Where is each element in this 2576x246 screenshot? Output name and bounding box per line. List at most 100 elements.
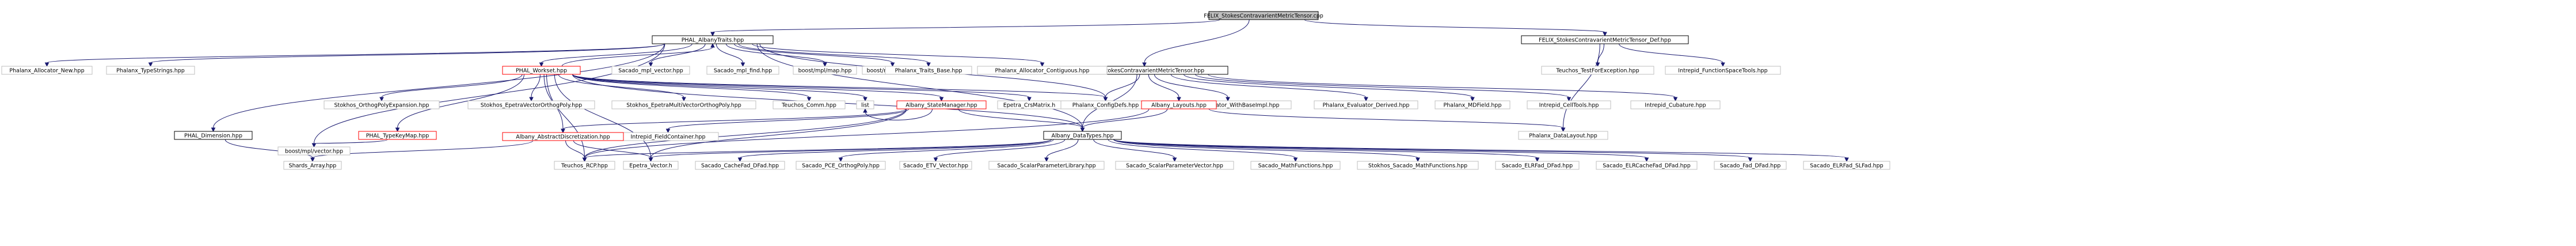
node-albany-statemanager-hpp[interactable]: Albany_StateManager.hpp [896,100,987,109]
edge-arrowhead [1080,127,1085,133]
node-intrepid-celltools-hpp: Intrepid_CellTools.hpp [1527,100,1611,109]
node-box [467,100,595,109]
node-phal-albanytraits-hpp[interactable]: PHAL_AlbanyTraits.hpp [652,35,774,44]
node-box [502,66,581,75]
edge-stmgr-to-epvec [650,108,907,158]
node-felix-stokescontravarientmetrictensor-cpp[interactable]: FELIX_StokesContravarientMetricTensor.cp… [1204,11,1323,20]
node-stokhos-sacado-mathfunctions-hpp: Stokhos_Sacado_MathFunctions.hpp [1357,161,1479,170]
edge-arrowhead [311,143,317,148]
node-phal-workset-hpp[interactable]: PHAL_Workset.hpp [502,66,581,75]
edge-workset-to-tcomm [572,74,809,98]
node-label: boost/mpl/vector.hpp [285,149,343,155]
node-intrepid-fieldcontainer-hpp: Intrepid_FieldContainer.hpp [617,132,719,141]
edge-phdim-to-shards [225,139,313,158]
edge-workset-to-rcp [546,74,585,158]
node-phalanx-mdfield-hpp: Phalanx_MDField.hpp [1435,100,1510,109]
node-phalanx-allocator-new-hpp: Phalanx_Allocator_New.hpp [1,66,93,75]
edge-arrowhead [1040,62,1045,67]
edge-stmgr-to-fieldcont [668,108,909,130]
edge-arrowhead [926,62,931,67]
edge-datatypes-to-rcp [584,139,1052,158]
node-box [1630,100,1721,109]
node-box [1541,66,1654,75]
node-albany-datatypes-hpp[interactable]: Albany_DataTypes.hpp [1043,131,1122,140]
edge-workset-to-stoexp [381,74,523,98]
edge-felixh-to-mdfield [1183,74,1473,98]
edge-datatypes-to-sacetv [935,139,1066,158]
edge-arrowhead [395,127,400,133]
node-phalanx-allocator-contiguous-hpp: Phalanx_Allocator_Contiguous.hpp [977,66,1108,75]
edge-tkmap-to-boostvec [314,139,388,144]
node-label: Stokhos_OrthogPolyExpansion.hpp [334,103,429,109]
node-albany-layouts-hpp[interactable]: Albany_Layouts.hpp [1141,100,1217,109]
node-phal-dimension-hpp[interactable]: PHAL_Dimension.hpp [174,131,253,140]
edge-datatypes-to-elrfad [1113,139,1538,158]
edge-workset-to-crsm [572,74,1030,98]
edge-arrowhead [1844,157,1849,162]
node-label: Albany_Layouts.hpp [1151,103,1207,109]
edge-traits-to-workset [541,43,692,63]
node-box [502,132,624,141]
edge-felixh-to-evalder [1170,74,1367,98]
node-box [1208,11,1319,20]
node-teuchos-rcp-hpp: Teuchos_RCP.hpp [554,161,615,170]
edge-arrowhead [648,157,653,162]
node-label: Epetra_CrsMatrix.h [1003,103,1056,109]
node-box [174,131,253,140]
node-label: PHAL_AlbanyTraits.hpp [682,37,744,44]
node-label: Stokhos_EpetraMultiVectorOrthogPoly.hpp [626,103,741,109]
node-box [706,66,779,75]
node-box [1495,161,1580,170]
node-label: Intrepid_CellTools.hpp [1539,103,1599,109]
node-box [277,146,351,156]
edge-traits-to-boostfind [734,43,893,63]
node-box [1521,35,1689,44]
node-label: Sacado_MathFunctions.hpp [1258,163,1333,169]
edge-stmgr-to-absdisc [562,108,906,130]
node-shards-array-hpp: Shards_Array.hpp [283,161,342,170]
node-phalanx-datalayout-hpp: Phalanx_DataLayout.hpp [1518,131,1608,140]
edge-arrowhead [148,62,153,67]
edge-arrowhead [310,157,315,162]
edges-layer [44,19,1849,162]
node-box [896,100,987,109]
node-phal-typekeymap-hpp[interactable]: PHAL_TypeKeyMap.hpp [358,131,437,140]
edge-arrowhead [1044,157,1049,162]
node-label: Phalanx_Traits_Base.hpp [895,68,962,74]
edge-datatypes-to-sacspv [1093,139,1175,158]
edge-arrowhead [1470,97,1475,102]
node-label: Albany_AbstractDiscretization.hpp [516,134,610,141]
node-phalanx-configdefs-hpp: Phalanx_ConfigDefs.hpp [1060,100,1151,109]
node-label: Intrepid_FunctionSpaceTools.hpp [1678,68,1767,74]
edge-datatypes-to-sacmath [1108,139,1296,158]
edge-arrowhead [1673,97,1678,102]
edge-arrowhead [1644,157,1649,162]
edge-arrowhead [863,97,867,102]
edge-arrowhead [863,108,867,113]
edge-arrowhead [1142,62,1147,67]
node-box [1043,131,1122,140]
node-box [623,161,679,170]
node-label: boost/mpl/map.hpp [798,68,852,74]
edge-traits-to-sacfind [716,43,743,63]
node-label: Sacado_CacheFad_DFad.hpp [701,163,779,169]
edge-datatypes-to-epvec [650,139,1052,158]
node-albany-abstractdiscretization-hpp[interactable]: Albany_AbstractDiscretization.hpp [502,132,624,141]
edge-workset-to-list [572,74,866,98]
node-label: Sacado_mpl_vector.hpp [618,68,683,74]
node-label: Intrepid_FieldContainer.hpp [630,134,705,141]
node-felix-stokescontravarientmetrictensor-def-hpp[interactable]: FELIX_StokesContravarientMetricTensor_De… [1521,35,1689,44]
edge-felixdef-to-tuchex [1597,43,1604,63]
edge-arrowhead [710,43,715,48]
node-intrepid-cubature-hpp: Intrepid_Cubature.hpp [1630,100,1721,109]
node-box [611,66,690,75]
node-label: Phalanx_Allocator_Contiguous.hpp [995,68,1089,74]
edge-arrowhead [44,62,50,67]
node-box [358,131,437,140]
node-label: PHAL_Dimension.hpp [184,133,242,139]
edge-arrowhead [665,128,671,134]
node-label: Phalanx_DataLayout.hpp [1529,133,1597,139]
node-label: Sacado_PCE_OrthogPoly.hpp [802,163,880,169]
node-box [554,161,615,170]
edge-datatypes-to-sacspl [1046,139,1079,158]
